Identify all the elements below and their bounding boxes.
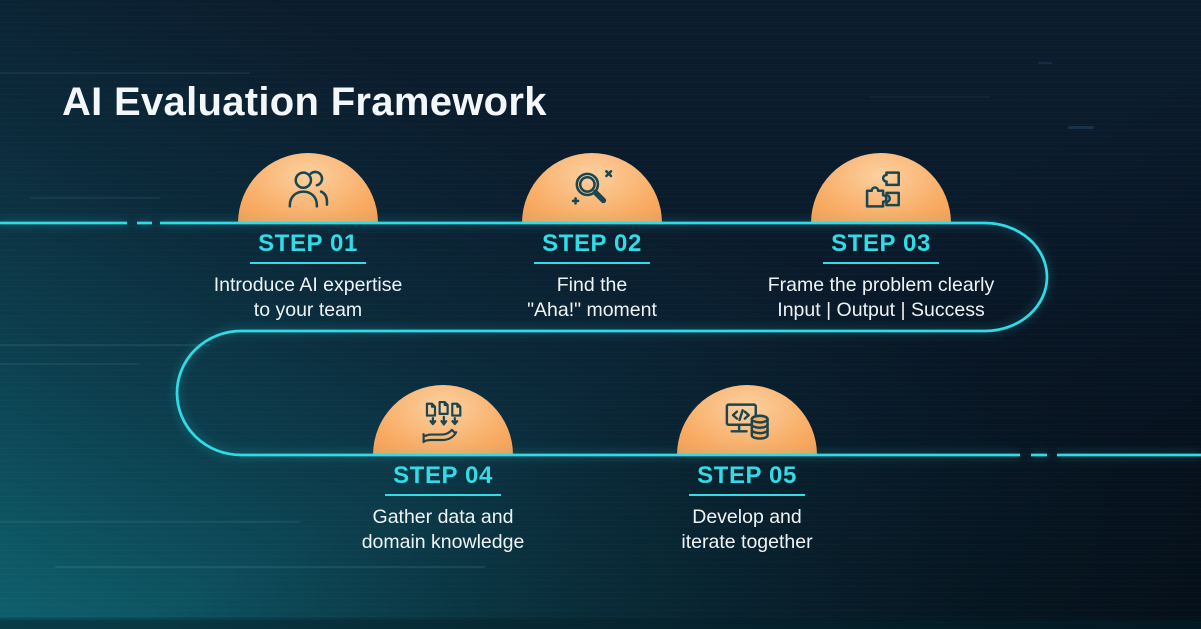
step-03-circle (811, 153, 951, 223)
page-title: AI Evaluation Framework (62, 79, 547, 124)
texture-streak (0, 72, 250, 74)
step-04-line1: Gather data and (372, 506, 514, 528)
glitch-mark (1038, 62, 1052, 64)
step-05-line2: iterate together (681, 530, 813, 553)
texture-streak (55, 566, 485, 568)
texture-streak (0, 344, 210, 346)
step-01-label: STEP 01 (250, 230, 366, 264)
team-icon (288, 170, 329, 208)
step-05-label: STEP 05 (689, 462, 805, 496)
step-05-circle (677, 385, 817, 455)
step-03-description: Frame the problem clearly Input | Output… (701, 273, 1061, 322)
step-05-line1: Develop and (692, 506, 802, 528)
step-03-label: STEP 03 (823, 230, 939, 264)
step-04-line2: domain knowledge (361, 530, 525, 553)
step-01-circle (238, 153, 378, 223)
step-05-description: Develop and iterate together (567, 505, 927, 554)
step-02-label: STEP 02 (534, 230, 650, 264)
step-03-line1: Frame the problem clearly (767, 274, 995, 296)
puzzle-icon (865, 171, 900, 208)
step-03-group: STEP 03 Frame the problem clearly Input … (701, 153, 1061, 322)
texture-streak (870, 96, 990, 98)
step-04-description: Gather data and domain knowledge (263, 505, 623, 554)
develop-icon (725, 403, 769, 440)
step-04-circle (373, 385, 513, 455)
texture-streak (0, 363, 140, 365)
step-03-line2: Input | Output | Success (777, 298, 985, 321)
bottom-shadow-band (0, 616, 1201, 629)
search-icon (571, 170, 613, 205)
step-04-label: STEP 04 (385, 462, 501, 496)
data-gathering-icon (422, 400, 462, 444)
glitch-mark (1068, 126, 1094, 129)
step-05-group: STEP 05 Develop and iterate together (567, 385, 927, 554)
texture-streak (0, 521, 300, 523)
step-02-circle (522, 153, 662, 223)
